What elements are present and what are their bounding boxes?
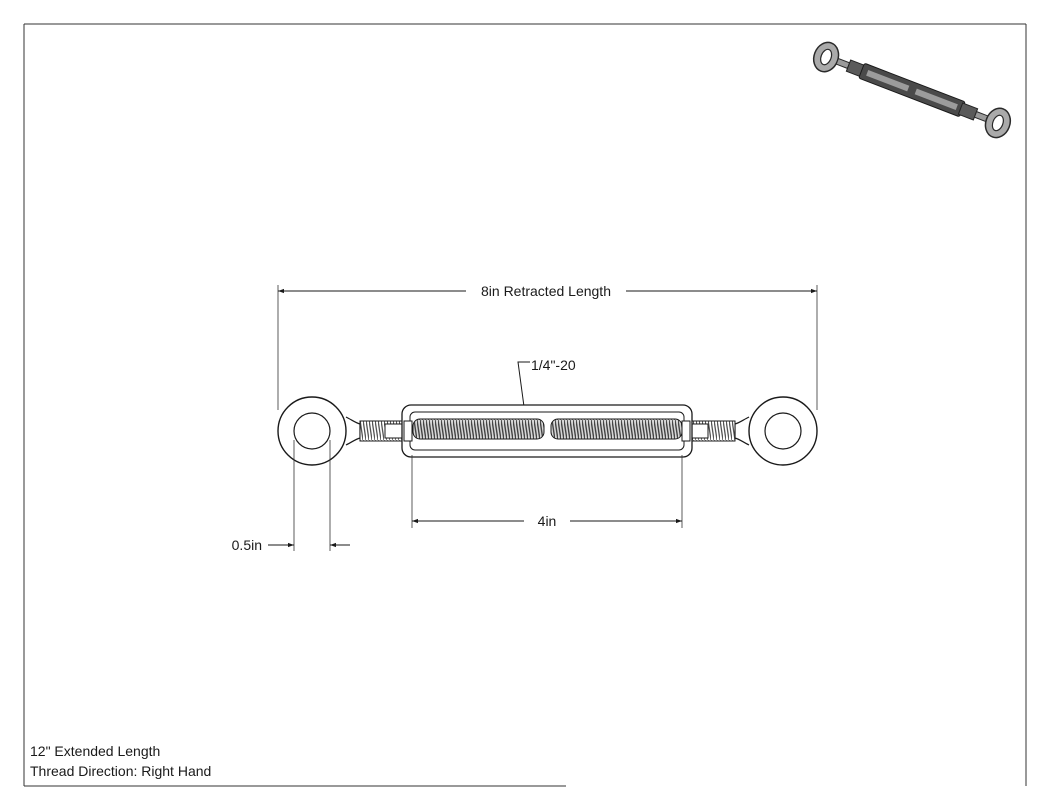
turnbuckle-body [384,404,709,458]
thread-direction-note: Thread Direction: Right Hand [30,763,212,779]
sheet-border [23,23,1027,787]
turnbuckle-front-view [277,396,818,466]
extended-length-note: 12" Extended Length [30,743,161,759]
drawing-notes: 12" Extended Length Thread Direction: Ri… [30,741,211,781]
turnbuckle-3d-icon [812,41,1012,139]
eye-diameter-label: 0.5in [232,537,262,553]
body-length-label: 4in [538,513,557,529]
thread-callout: 1/4"-20 [517,357,576,415]
body-length-dimension: 4in [411,455,683,529]
overall-length-label: 8in Retracted Length [481,283,611,299]
thread-spec-label: 1/4"-20 [531,357,576,373]
overall-length-dimension: 8in Retracted Length [277,283,818,410]
eye-diameter-dimension: 0.5in [232,440,350,553]
